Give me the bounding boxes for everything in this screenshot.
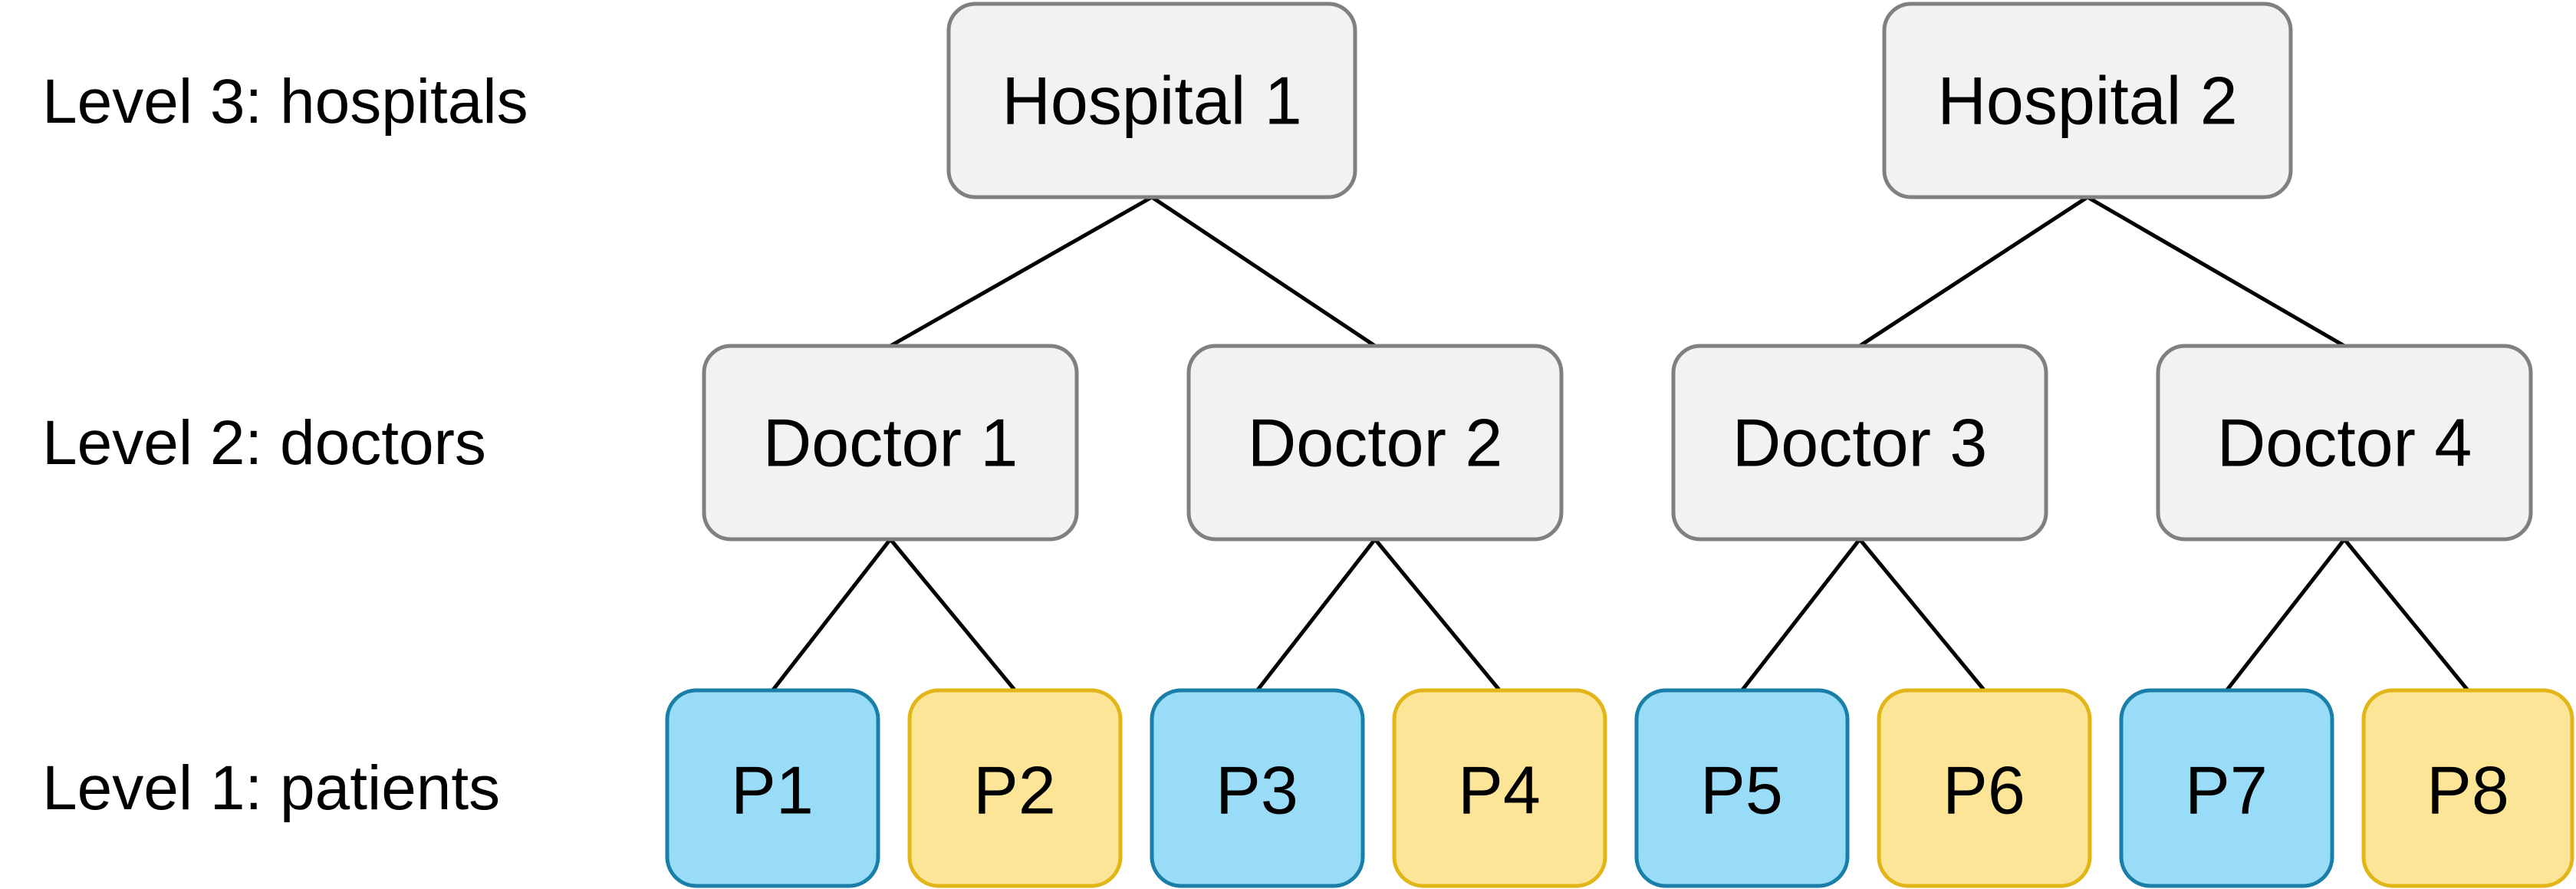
level-2-label: Level 2: doctors — [42, 408, 486, 478]
patient-node-3: P3 — [1150, 688, 1365, 888]
doctor-label: Doctor 2 — [1248, 405, 1503, 481]
patient-node-5: P5 — [1634, 688, 1850, 888]
level-3-label: Level 3: hospitals — [42, 67, 528, 137]
hospital-node-2: Hospital 2 — [1882, 2, 2293, 199]
doctor-patient-edge — [1255, 538, 1377, 692]
doctor-patient-edge — [771, 538, 892, 692]
patient-box — [1634, 688, 1850, 888]
patient-box — [665, 688, 880, 888]
doctor-label: Doctor 4 — [2217, 405, 2472, 481]
patient-label: P8 — [2426, 752, 2509, 828]
doctor-box — [2156, 344, 2533, 542]
patient-label: P3 — [1216, 752, 1298, 828]
patient-node-4: P4 — [1392, 688, 1607, 888]
patient-box — [1877, 688, 2092, 888]
patient-node-7: P7 — [2119, 688, 2334, 888]
patient-node-1: P1 — [665, 688, 880, 888]
hospital-node-1: Hospital 1 — [946, 2, 1357, 199]
patient-label: P5 — [1700, 752, 1783, 828]
doctor-box — [1186, 344, 1564, 542]
doctor-node-2: Doctor 2 — [1186, 344, 1564, 542]
hospital-doctor-edge — [1150, 195, 1377, 348]
level-1-label: Level 1: patients — [42, 753, 500, 823]
doctor-patient-edge — [2343, 538, 2469, 692]
doctor-node-3: Doctor 3 — [1671, 344, 2048, 542]
patient-label: P2 — [973, 752, 1056, 828]
patient-label: P4 — [1458, 752, 1541, 828]
hospital-label: Hospital 2 — [1937, 63, 2237, 139]
doctor-patient-edge — [1740, 538, 1861, 692]
patient-box — [2119, 688, 2334, 888]
patient-box — [1150, 688, 1365, 888]
doctor-patient-edge — [889, 538, 1017, 692]
patient-node-8: P8 — [2361, 688, 2574, 888]
hospital-doctor-edge — [1858, 195, 2089, 348]
doctor-patient-edge — [1858, 538, 1986, 692]
doctor-patient-edge — [2225, 538, 2346, 692]
patient-node-6: P6 — [1877, 688, 2092, 888]
doctor-label: Doctor 3 — [1732, 405, 1988, 481]
patient-box — [1392, 688, 1607, 888]
doctor-box — [702, 344, 1079, 542]
patient-box — [2361, 688, 2574, 888]
patient-box — [907, 688, 1123, 888]
edges-layer — [771, 195, 2469, 692]
patient-node-2: P2 — [907, 688, 1123, 888]
doctor-patient-edge — [1374, 538, 1502, 692]
hospital-label: Hospital 1 — [1002, 63, 1301, 139]
hospital-box — [1882, 2, 2293, 199]
patient-label: P1 — [731, 752, 814, 828]
hospital-doctor-edge — [2086, 195, 2346, 348]
patient-label: P7 — [2185, 752, 2268, 828]
hospital-doctor-edge — [889, 195, 1153, 348]
doctor-node-4: Doctor 4 — [2156, 344, 2533, 542]
hospital-box — [946, 2, 1357, 199]
doctor-label: Doctor 1 — [763, 405, 1018, 481]
doctor-node-1: Doctor 1 — [702, 344, 1079, 542]
doctor-box — [1671, 344, 2048, 542]
patient-label: P6 — [1943, 752, 2025, 828]
